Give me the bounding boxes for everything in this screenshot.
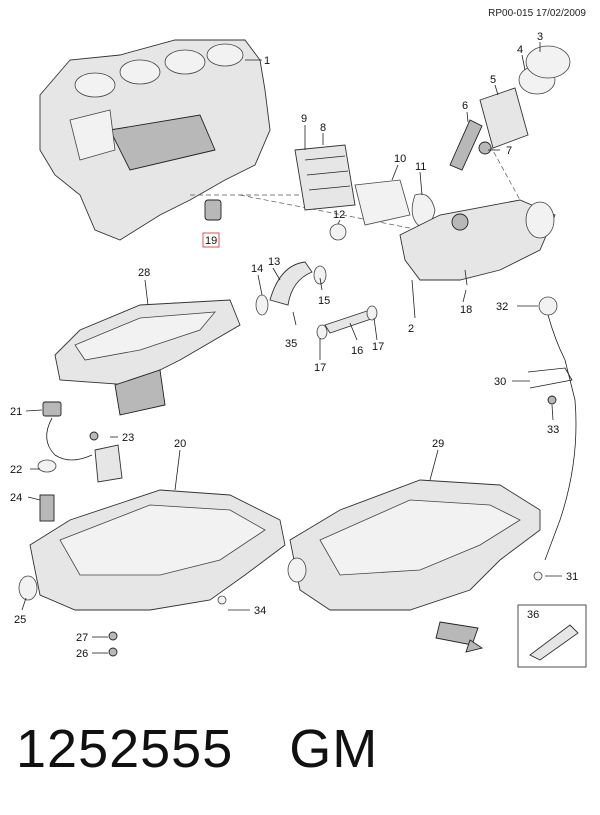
- callout-14: 14: [251, 263, 263, 275]
- callout-6: 6: [462, 100, 468, 112]
- callout-17a: 17: [372, 341, 384, 353]
- callout-28: 28: [138, 267, 150, 279]
- callout-35: 35: [285, 338, 297, 350]
- callout-18: 18: [460, 304, 472, 316]
- exploded-parts-diagram: 1 2 3 4 5 6 7 8 9 10 11 12 13 14 15 16 1…: [10, 31, 587, 668]
- callout-1: 1: [264, 55, 270, 67]
- sensor-19: [202, 199, 222, 248]
- part-number: 1252555: [16, 719, 234, 779]
- engine-block: [39, 39, 271, 241]
- callout-17b: 17: [314, 362, 326, 374]
- callout-29: 29: [432, 438, 444, 450]
- callout-21: 21: [10, 406, 22, 418]
- oil-baffle: [54, 299, 241, 416]
- callout-23: 23: [122, 432, 134, 444]
- callout-36: 36: [527, 609, 539, 621]
- oil-pan-29: [287, 479, 541, 611]
- callout-13: 13: [268, 256, 280, 268]
- callout-4: 4: [517, 44, 523, 56]
- callout-15: 15: [318, 295, 330, 307]
- callout-16: 16: [351, 345, 363, 357]
- callout-3: 3: [537, 31, 543, 43]
- callout-5: 5: [490, 74, 496, 86]
- callout-8: 8: [320, 122, 326, 134]
- callout-11: 11: [415, 161, 426, 173]
- brand-name: GM: [289, 719, 379, 779]
- callout-labels: 1 2 3 4 5 6 7 8 9 10 11 12 13 14 15 16 1…: [10, 31, 578, 660]
- oil-cooler: [294, 144, 356, 211]
- oil-pan-20: [18, 489, 286, 657]
- callout-30: 30: [494, 376, 506, 388]
- callout-32: 32: [496, 301, 508, 313]
- callout-26: 26: [76, 648, 88, 660]
- callout-34: 34: [254, 605, 266, 617]
- callout-22: 22: [10, 464, 22, 476]
- callout-10: 10: [394, 153, 406, 165]
- callout-19: 19: [205, 235, 217, 247]
- callout-2: 2: [408, 323, 414, 335]
- callout-12: 12: [333, 209, 345, 221]
- callout-9: 9: [301, 113, 307, 125]
- part-number-footer: 1252555 GM: [16, 718, 378, 780]
- oil-filter-housing: [399, 199, 556, 281]
- callout-33: 33: [547, 424, 559, 436]
- callout-31: 31: [566, 571, 578, 583]
- callout-20: 20: [174, 438, 186, 450]
- reference-code: RP00-015 17/02/2009: [488, 8, 586, 19]
- callout-7: 7: [506, 145, 512, 157]
- callout-25: 25: [14, 614, 26, 626]
- callout-24: 24: [10, 492, 22, 504]
- callout-27: 27: [76, 632, 88, 644]
